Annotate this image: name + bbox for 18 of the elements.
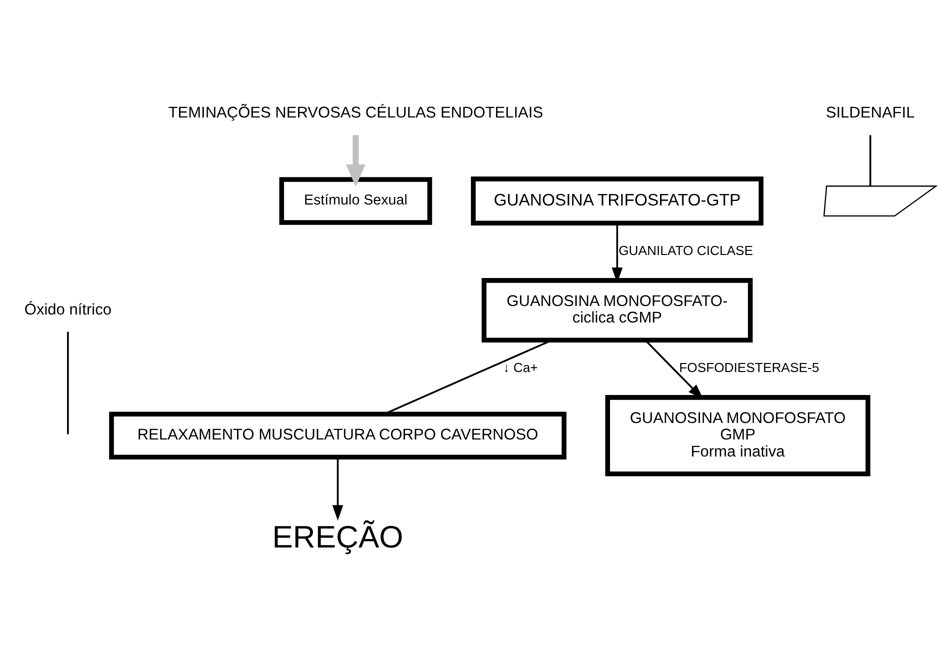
node-text: EREÇÃO — [272, 520, 404, 555]
node-lightning — [823, 186, 938, 217]
node-text: TEMINAÇÕES NERVOSAS CÉLULAS ENDOTELIAIS — [168, 104, 544, 122]
node-box: RELAXAMENTO MUSCULATURA CORPO CAVERNOSO — [109, 412, 566, 460]
edge-label: FOSFODIESTERASE-5 — [679, 360, 820, 376]
node-box: GUANOSINA MONOFOSFATO GMP Forma inativa — [605, 395, 870, 476]
node-box: GUANOSINA TRIFOSFATO-GTP — [470, 176, 764, 226]
node-text: Óxido nítrico — [24, 301, 112, 318]
node-box: Estímulo Sexual — [279, 177, 432, 225]
arrow — [346, 135, 366, 187]
edge-label: ↓ Ca+ — [503, 360, 538, 376]
connector — [869, 135, 872, 186]
arrow — [332, 458, 344, 521]
node-text: SILDENAFIL — [826, 104, 915, 122]
edge-label: GUANILATO CICLASE — [618, 243, 754, 258]
node-box: GUANOSINA MONOFOSFATO- ciclica cGMP — [482, 278, 753, 343]
arrow — [612, 223, 623, 284]
connector — [67, 332, 69, 434]
